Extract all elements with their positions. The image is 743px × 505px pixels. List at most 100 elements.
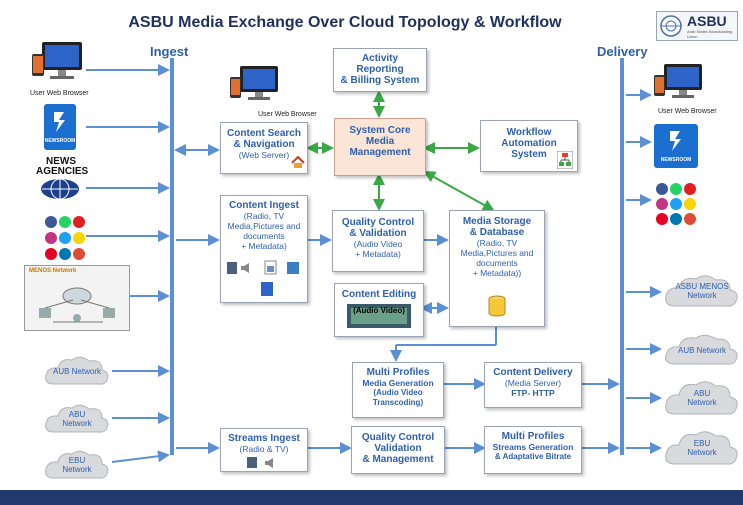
content-ingest-line4: documents [243,231,285,241]
core-line2: Media [365,136,395,147]
content-search-line1: Content Search [227,128,301,139]
aub-network-label-right: AUB Network [677,345,726,355]
film-editing-icon [347,304,411,328]
social-media-icons [45,216,85,260]
mp-media-line2: Media Generation [362,378,434,388]
user-web-browser-label: User Web Browser [30,90,89,97]
mp-streams-line2: Streams Generation [492,442,574,452]
menos-network-label: MENOS Network [29,268,77,274]
ebu-network-cloud-left: EBU Network [44,448,110,482]
qc-management-box: Quality Control Validation & Management [351,426,445,474]
qcm-line2: Validation [374,443,422,454]
qcm-line1: Quality Control [361,432,435,443]
footer-bar [0,490,743,505]
activity-reporting-box: Activity Reporting & Billing System [333,48,427,92]
aub-network-label: AUB Network [52,366,101,376]
abu-network-label: ABU Network [62,410,92,428]
multi-profiles-media-box: Multi Profiles Media Generation (Audio V… [352,362,444,418]
cloud-icon [665,275,738,307]
editing-line1: Content Editing [341,289,417,300]
delivery-line3: FTP- HTTP [511,388,555,398]
mp-media-line1: Multi Profiles [366,367,430,378]
content-ingest-box: Content Ingest (Radio, TV Media,Pictures… [220,195,308,303]
content-ingest-line5: + Metadata) [241,241,287,251]
social-media-icons-right [656,183,696,225]
globe-icon [41,178,79,200]
editing-line2: (Audio Video) [353,306,405,315]
qc-line2: & Validation [349,228,407,239]
core-line3: Management [349,147,411,158]
content-search-line3: (Web Server) [238,150,290,160]
qc-line4: + Metadata) [355,249,401,259]
asbu-menos-cloud: ASBU MENOS Network [664,272,740,310]
cloud-icon [665,431,738,465]
delivery-label: Delivery [597,44,648,59]
content-search-line2: & Navigation [233,139,295,150]
content-search-box: Content Search & Navigation (Web Server) [220,122,308,174]
qc-line1: Quality Control [341,217,415,228]
workflow-line1: Workflow [506,127,552,138]
media-type-icons [227,260,299,296]
workflow-line2: Automation [501,138,557,149]
mp-streams-line1: Multi Profiles [501,431,565,442]
content-delivery-box: Content Delivery (Media Server) FTP- HTT… [484,362,582,408]
right-user-web-browser-label: User Web Browser [658,108,717,115]
newsroom-tile: NEWSROOM [44,104,76,150]
content-ingest-line3: Media,Pictures and [227,221,301,231]
streams-line1: Streams Ingest [228,433,300,444]
activity-line2: Reporting [356,64,404,75]
center-user-web-browser-label: User Web Browser [258,111,317,118]
storage-line6: + Metadata)) [472,268,522,278]
logo-text: ASBU [687,13,727,29]
qcm-line3: & Management [362,454,434,465]
aub-network-cloud-left: AUB Network [44,354,110,388]
storage-line5: documents [476,258,518,268]
ingest-label: Ingest [150,44,189,59]
content-ingest-line2: (Radio, TV [243,211,285,221]
newsroom-tile-right: NEWSROOM [654,124,698,168]
quality-control-box: Quality Control & Validation (Audio Vide… [332,210,424,272]
cloud-icon [665,334,738,365]
diagram-title: ASBU Media Exchange Over Cloud Topology … [128,14,562,31]
delivery-line2: (Media Server) [504,378,562,388]
cloud-icon [45,404,109,433]
multi-profiles-streams-box: Multi Profiles Streams Generation & Adap… [484,426,582,474]
activity-line3: & Billing System [340,75,420,86]
workflow-automation-box: Workflow Automation System [480,120,578,172]
logo-subtext: Arab States Broadcasting Union [687,29,733,39]
workflow-line3: System [511,149,547,160]
newsroom-label-right: NEWSROOM [660,157,692,163]
abu-network-label-right: ABU Network [687,389,717,407]
flowchart-icon [557,151,573,169]
storage-line4: Media,Pictures and [460,248,534,258]
content-ingest-line1: Content Ingest [229,200,299,211]
computer-phone-icon [230,66,278,100]
mp-media-line3: (Audio Video [373,388,423,397]
cloud-icon [45,450,109,479]
cloud-icon [665,381,738,415]
abu-network-cloud-left: ABU Network [44,402,110,436]
newsroom-b-icon [54,112,65,132]
qc-line3: (Audio Video [353,239,403,249]
mp-media-line4: Transcoding) [372,398,424,407]
satellite-network-icon [39,287,115,323]
asbu-menos-label: ASBU MENOS Network [675,282,729,300]
streams-line2: (Radio & TV) [239,444,289,454]
core-line1: System Core [349,125,411,136]
ebu-network-label: EBU Network [62,456,92,474]
storage-line1: Media Storage [462,216,532,227]
aub-network-cloud-right: AUB Network [664,332,740,368]
mp-streams-line3: & Adaptative Bitrate [494,452,572,461]
streams-ingest-box: Streams Ingest (Radio & TV) [220,428,308,472]
computer-phone-icon [32,42,82,79]
abu-network-cloud-right: ABU Network [664,378,740,418]
menos-network-panel: MENOS Network [24,265,130,331]
asbu-logo: ASBU Arab States Broadcasting Union [656,11,738,41]
home-icon [291,156,305,168]
emblem-icon [660,15,682,37]
content-editing-box: Content Editing (Audio Video) [334,283,424,337]
ebu-network-label-right: EBU Network [687,439,717,457]
newsroom-label: NEWSROOM [44,138,76,144]
system-core-box: System Core Media Management [334,118,426,176]
